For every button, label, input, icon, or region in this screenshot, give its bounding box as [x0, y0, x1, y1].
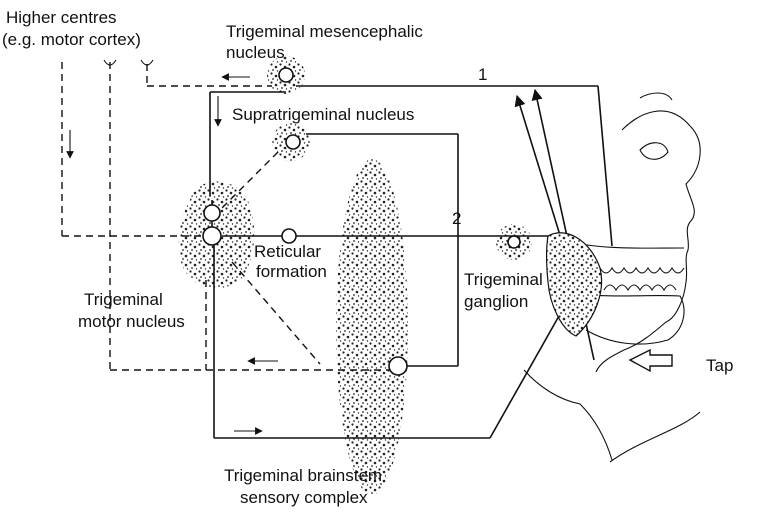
supratrigeminal-neuron	[286, 135, 300, 149]
eye-orbit	[640, 143, 668, 160]
brainstem-sensory-complex-label: Trigeminal brainstem	[224, 466, 382, 486]
brainstem-sensory-complex-region	[336, 159, 408, 495]
brainstem-sensory-complex-sublabel: sensory complex	[240, 488, 368, 508]
tap-label: Tap	[706, 356, 733, 376]
pathway-2-label: 2	[452, 209, 461, 229]
cheek-outline	[524, 370, 612, 460]
trigeminal-ganglion-sublabel: ganglion	[464, 292, 528, 312]
motor-neuron-lower	[203, 227, 221, 245]
tap-arrow	[630, 350, 672, 371]
face-outline-top	[640, 93, 672, 100]
trigeminal-motor-nucleus-label: Trigeminal	[84, 290, 163, 310]
reticular-formation-label: Reticular	[254, 242, 321, 262]
mesencephalic-neuron	[279, 68, 293, 82]
higher-centres-sublabel: (e.g. motor cortex)	[2, 30, 141, 50]
brainstem-neuron	[389, 357, 407, 375]
reticular-neuron	[282, 229, 296, 243]
neck-outline	[610, 412, 700, 462]
trigeminal-ganglion-label: Trigeminal	[464, 270, 543, 290]
masseter-muscle	[547, 233, 602, 336]
mesencephalic-nucleus-sublabel: nucleus	[226, 43, 285, 63]
upper-teeth	[600, 268, 684, 273]
lower-teeth	[604, 285, 676, 290]
pathway-1-down-to-tooth	[598, 86, 612, 246]
motor-neuron-upper	[204, 205, 220, 221]
trigeminal-motor-nucleus-sublabel: motor nucleus	[78, 312, 185, 332]
supratrigeminal-nucleus-label: Supratrigeminal nucleus	[232, 105, 414, 125]
ganglion-neuron	[508, 236, 520, 248]
reticular-formation-sublabel: formation	[256, 262, 327, 282]
pathway-1-label: 1	[478, 65, 487, 85]
mesencephalic-nucleus-label: Trigeminal mesencephalic	[226, 22, 423, 42]
higher-centres-label: Higher centres	[6, 8, 117, 28]
motor-efferent-to-muscle	[490, 300, 568, 438]
